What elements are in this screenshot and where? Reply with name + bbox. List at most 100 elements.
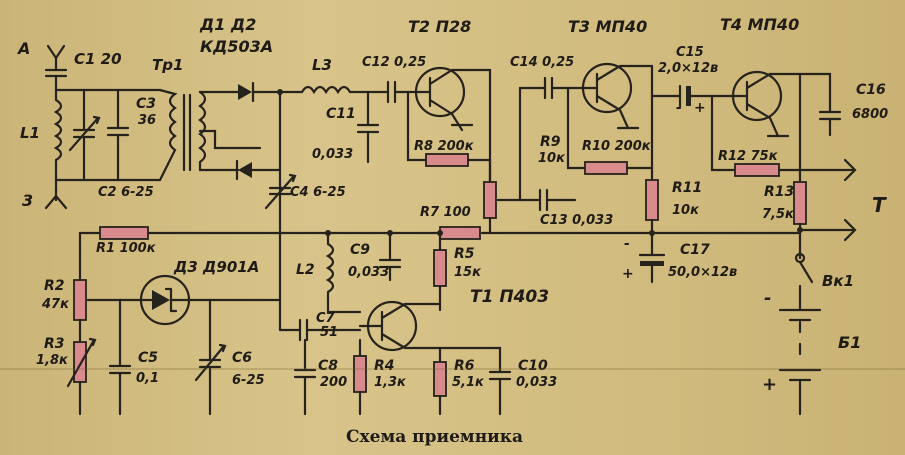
- label-c15-value: 2,0×12в: [658, 61, 718, 76]
- label-r2: R2: [44, 278, 65, 294]
- label-c7-value: 51: [320, 325, 338, 340]
- label-c11-value: 0,033: [312, 147, 353, 162]
- label-c17-plus: +: [622, 266, 634, 282]
- resistor-r5: [433, 231, 447, 312]
- label-d3: Д3 Д901А: [173, 258, 259, 276]
- label-r3-value: 1,8к: [36, 353, 69, 368]
- label-c11: C11: [326, 106, 356, 122]
- potentiometer: [483, 86, 577, 235]
- label-d1d2: Д1 Д2: [199, 15, 256, 34]
- capacitor-c17: [638, 253, 666, 284]
- transistor-t4: [731, 70, 802, 138]
- label-c5-value: 0,1: [136, 371, 159, 386]
- label-r11-value: 10к: [672, 203, 700, 218]
- label-r10: R10 200к: [582, 139, 652, 154]
- phones-terminals: [798, 158, 857, 242]
- capacitor-c12: [386, 80, 420, 104]
- label-t2: T2 П28: [408, 17, 471, 36]
- label-c10: C10: [518, 358, 548, 374]
- resistor-r7: [439, 226, 481, 240]
- label-r12: R12 75к: [718, 149, 779, 164]
- label-r9-value: 10к: [538, 151, 566, 166]
- label-r4-value: 1,3к: [374, 375, 407, 390]
- label-t3: T3 МП40: [568, 17, 647, 36]
- label-c17-value: 50,0×12в: [668, 265, 737, 280]
- inductor-l2: [325, 231, 362, 314]
- capacitor-c16: [798, 72, 842, 137]
- label-c6-value: 6-25: [232, 373, 265, 388]
- label-t1: T1 П403: [470, 287, 549, 307]
- schematic-caption: Схема приемника: [346, 427, 523, 447]
- label-tr1: Tp1: [152, 56, 183, 74]
- capacitor-c14: [518, 76, 587, 100]
- label-b1: Б1: [838, 333, 861, 352]
- label-c15-minus: -: [676, 100, 682, 116]
- inductor-l1: [53, 88, 63, 182]
- resistor-r12: [710, 94, 832, 177]
- label-antenna-3: 3: [22, 191, 33, 210]
- label-c9-value: 0,033: [348, 265, 389, 280]
- label-c16-value: 6800: [852, 107, 888, 122]
- resistor-r13: [793, 72, 807, 260]
- resistor-r6: [433, 346, 447, 412]
- resistor-r8: [406, 90, 492, 184]
- capacitor-c3: [106, 88, 130, 182]
- label-c3: C3: [136, 96, 156, 112]
- label-c1: C1 20: [74, 50, 122, 68]
- label-r11: R11: [672, 180, 702, 196]
- return-stubs: [78, 408, 802, 416]
- label-c16: C16: [856, 82, 886, 98]
- label-antenna-a: A: [16, 39, 30, 58]
- resistor-r1: [99, 226, 149, 240]
- label-bk1: Вк1: [822, 272, 854, 290]
- diode-d1: [228, 81, 282, 103]
- label-r4: R4: [374, 358, 395, 374]
- switch-bk1: [794, 252, 814, 300]
- label-c7: C7: [316, 311, 336, 326]
- label-r13-value: 7,5к: [762, 207, 795, 222]
- label-r9: R9: [540, 134, 561, 150]
- label-c6: C6: [232, 350, 252, 366]
- label-t4: T4 МП40: [720, 15, 799, 34]
- diode-d2: [228, 159, 282, 181]
- label-d-type: КД503А: [200, 37, 273, 56]
- capacitor-c11: [356, 90, 380, 164]
- potentiometer-r2: [73, 231, 122, 364]
- label-battery-minus: -: [764, 288, 771, 309]
- transistor-t3: [581, 62, 654, 130]
- transistor-t1: [358, 300, 442, 352]
- capacitor-c8: [293, 338, 317, 412]
- label-c5: C5: [138, 350, 158, 366]
- label-c3-value: 36: [138, 113, 156, 128]
- label-r6: R6: [454, 358, 475, 374]
- label-c9: C9: [350, 242, 370, 258]
- label-r13: R13: [764, 184, 794, 200]
- tank-wires: [54, 88, 162, 194]
- resistor-r9: [566, 86, 654, 175]
- capacitor-c5: [108, 360, 132, 412]
- label-r5-value: 15к: [454, 265, 482, 280]
- zener-d3: [118, 274, 282, 326]
- label-c4: C4 6-25: [290, 185, 346, 200]
- label-r2-value: 47к: [41, 297, 70, 312]
- antenna: [44, 44, 68, 210]
- label-c15-plus: +: [694, 100, 706, 116]
- resistor-r4: [353, 338, 367, 412]
- label-t-output: T: [872, 193, 887, 217]
- label-c15: C15: [676, 45, 704, 60]
- capacitor-c4-trimmer: [264, 173, 297, 210]
- label-c2: C2 6-25: [98, 185, 154, 200]
- label-c12: C12 0,25: [362, 55, 426, 70]
- capacitor-c9: [378, 231, 402, 282]
- label-c17: C17: [680, 242, 710, 258]
- label-c13: C13 0,033: [540, 213, 613, 228]
- junction: [649, 230, 655, 236]
- label-r3: R3: [44, 336, 65, 352]
- label-c10-value: 0,033: [516, 375, 557, 390]
- label-l1: L1: [20, 124, 40, 142]
- t2-collector-wire: [468, 68, 492, 184]
- label-r7: R7 100: [420, 205, 471, 220]
- label-l3: L3: [312, 56, 332, 74]
